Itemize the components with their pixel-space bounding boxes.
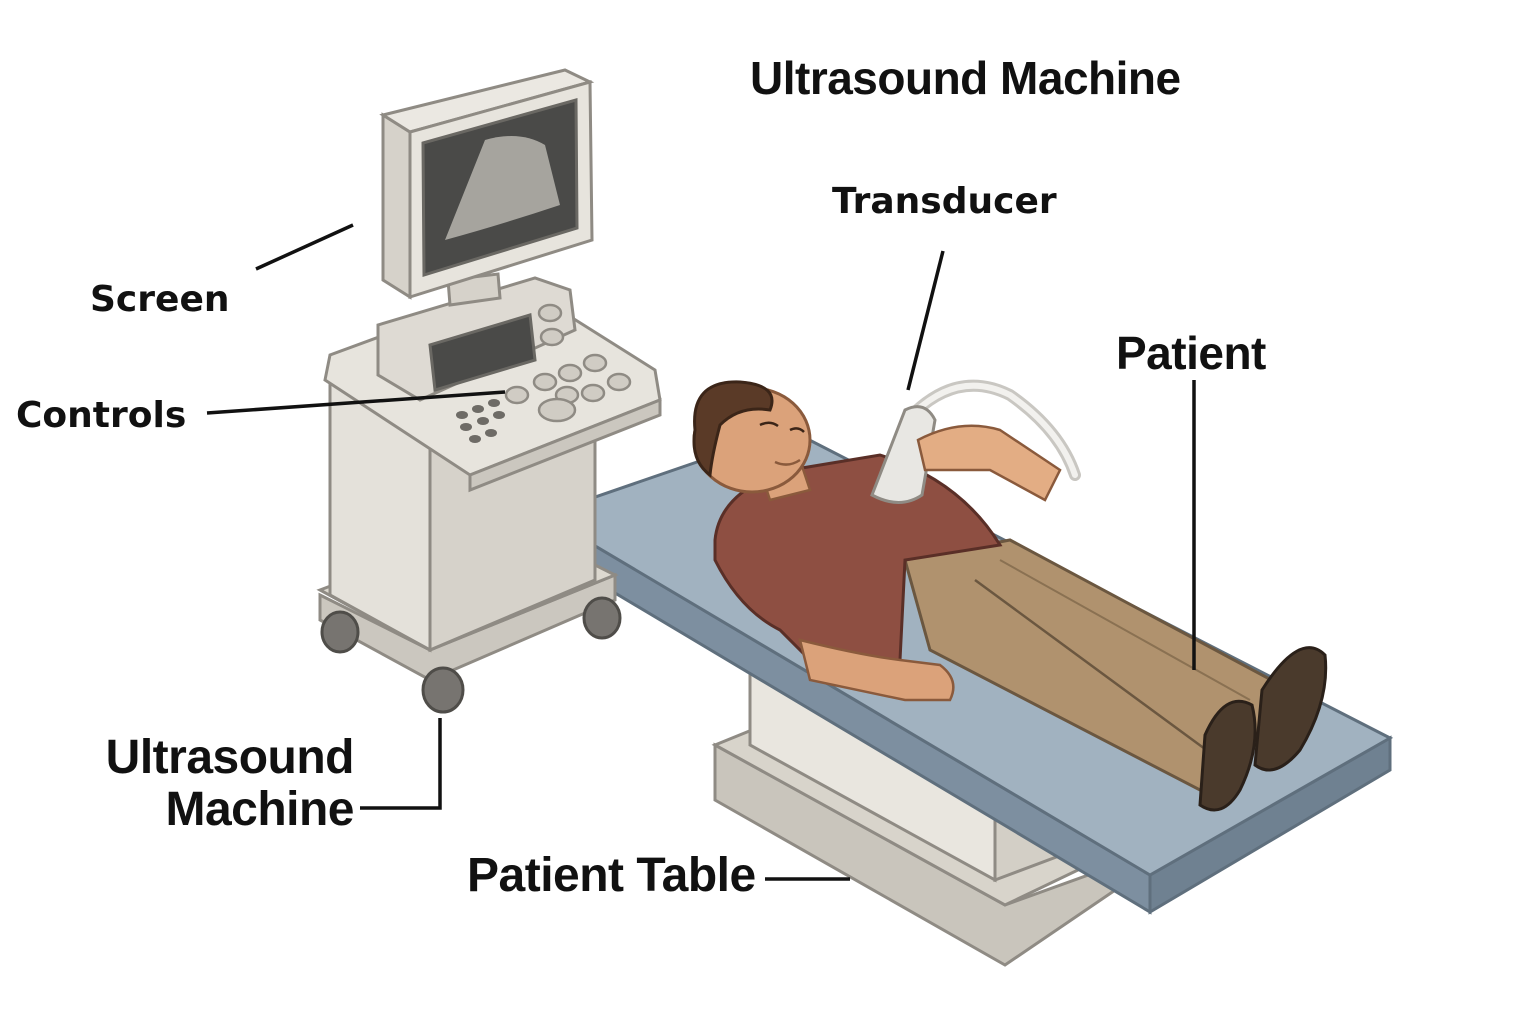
label-controls: Controls <box>16 395 187 436</box>
label-ultrasound-machine-line1: Ultrasound <box>105 731 355 784</box>
leader-line-controls <box>206 390 506 415</box>
ultrasound-monitor <box>379 68 595 307</box>
label-transducer: Transducer <box>832 181 1057 222</box>
leader-line-transducer <box>906 250 945 391</box>
label-screen: Screen <box>90 279 230 320</box>
ultrasound-machine-cart <box>316 276 662 714</box>
transducer-probe <box>870 379 1081 504</box>
label-ultrasound-machine-line2: Machine <box>165 782 354 836</box>
label-patient-table: Patient Table <box>467 849 756 902</box>
leader-line-screen <box>255 223 354 271</box>
leader-line-machine <box>360 718 442 810</box>
diagram-title: Ultrasound Machine <box>750 52 1181 104</box>
label-patient: Patient <box>1116 327 1266 379</box>
label-ultrasound-machine: Ultrasound Machine <box>104 731 355 836</box>
leader-lines <box>206 223 1196 881</box>
patient-figure <box>692 380 1328 812</box>
